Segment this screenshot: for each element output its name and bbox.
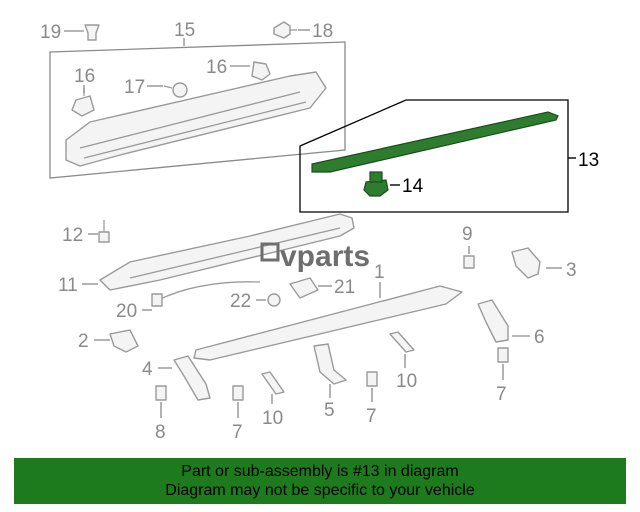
bracket-4: [173, 355, 211, 401]
clip-19: [84, 24, 100, 41]
callout-17: 17: [124, 77, 145, 98]
callout-6: 6: [534, 327, 545, 348]
callout-15: 15: [174, 20, 195, 41]
callout-11: 11: [58, 275, 78, 296]
bolt-9: [463, 255, 475, 269]
callout-1: 1: [374, 262, 385, 283]
bulb-22: [267, 293, 281, 307]
seal-10b: [389, 331, 415, 353]
bolt-7b: [366, 371, 378, 387]
callout-12: 12: [62, 225, 83, 246]
bracket-2: [109, 329, 139, 353]
callout-19: 19: [40, 22, 61, 43]
seal-10a: [261, 371, 285, 395]
callout-21: 21: [334, 277, 355, 298]
callout-16b: 16: [206, 57, 227, 78]
molding-13: [311, 111, 559, 173]
banner-line-2: Diagram may not be specific to your vehi…: [165, 482, 475, 499]
callout-8: 8: [155, 422, 166, 443]
callout-22: 22: [230, 291, 251, 312]
inset-box-13: [299, 99, 569, 213]
step-cover-15: [65, 71, 327, 167]
bolt-7a: [232, 385, 244, 401]
callout-4: 4: [142, 359, 153, 380]
bracket-5: [313, 343, 347, 385]
watermark: vparts: [260, 240, 370, 273]
bolt-8: [155, 385, 167, 401]
callout-3: 3: [566, 260, 577, 281]
watermark-text: vparts: [280, 240, 370, 273]
callout-20: 20: [116, 301, 137, 322]
callout-2: 2: [78, 331, 89, 352]
step-board-11: [99, 213, 355, 291]
bolt-12: [98, 220, 110, 243]
clip-14: [363, 171, 389, 197]
callout-7a: 7: [232, 422, 243, 443]
callout-10b: 10: [396, 371, 417, 392]
bracket-6: [477, 299, 509, 343]
lamp-21: [289, 277, 319, 299]
rail-1: [193, 285, 463, 361]
callout-14: 14: [402, 176, 424, 197]
inset-box-15: [49, 41, 346, 179]
clip-16a: [71, 88, 95, 117]
callout-18: 18: [312, 21, 333, 42]
callout-5: 5: [324, 400, 335, 421]
callout-10a: 10: [262, 408, 283, 429]
info-banner: Part or sub-assembly is #13 in diagram D…: [14, 458, 626, 504]
callout-7b: 7: [366, 406, 377, 427]
callout-13: 13: [578, 150, 599, 171]
harness-20: [151, 281, 261, 307]
clip-16b: [251, 61, 271, 81]
banner-line-1: Part or sub-assembly is #13 in diagram: [181, 463, 459, 480]
parts-diagram: vparts: [40, 20, 599, 443]
callout-16a: 16: [74, 66, 95, 87]
screw-18: [273, 21, 297, 39]
bracket-3: [511, 247, 541, 279]
bolt-7c: [497, 347, 509, 363]
clip-17: [163, 82, 188, 98]
callout-9: 9: [462, 224, 473, 245]
callout-7c: 7: [496, 384, 507, 405]
